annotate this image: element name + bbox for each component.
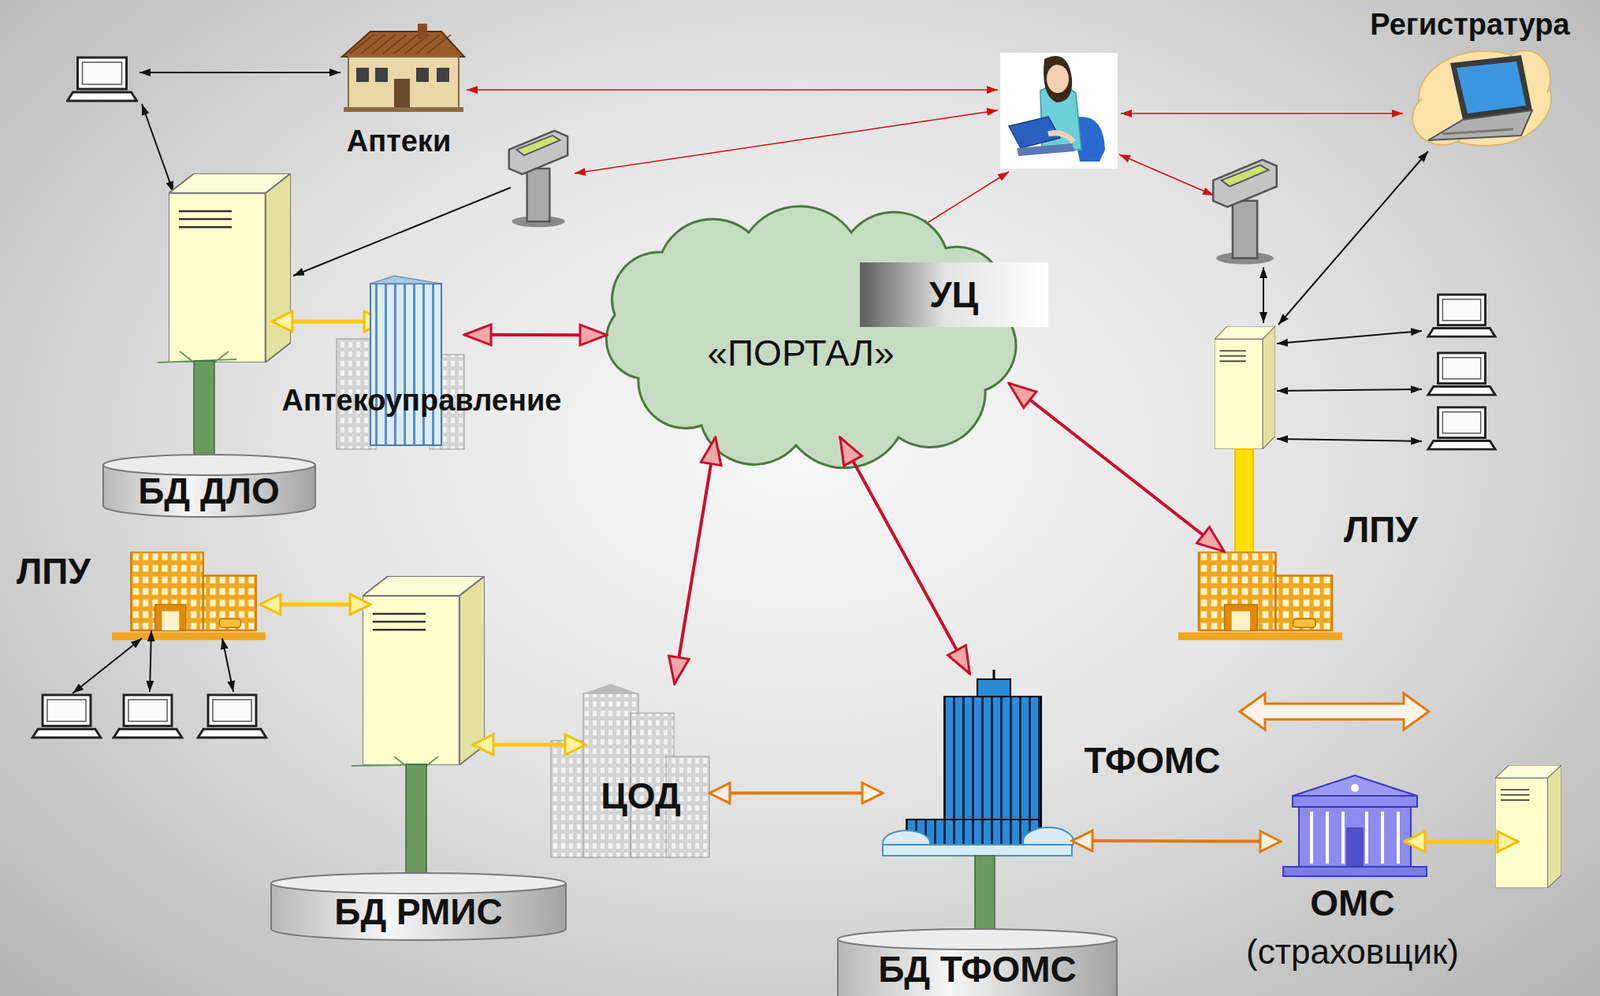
datacenter-building: ЦОД	[550, 684, 710, 858]
node-label: Аптекоуправление	[282, 383, 562, 419]
node-label: ТФОМС	[1084, 740, 1221, 782]
node-label: БД ДЛО	[137, 470, 280, 513]
node-label: УЦ	[929, 274, 979, 317]
connector-arrow	[464, 333, 607, 337]
connector-arrow	[1008, 383, 1225, 552]
cylinder-body	[271, 883, 566, 941]
connector-arrow	[674, 437, 716, 685]
database-cylinder: БД РМИС	[270, 872, 567, 941]
node-sublabel: (страховщик)	[1246, 932, 1459, 973]
node-label: ОМС	[1309, 882, 1395, 925]
node-label: ЦОД	[600, 775, 681, 818]
node-label: «ПОРТАЛ»	[706, 332, 894, 375]
database-cylinder: БД ДЛО	[102, 453, 317, 518]
insurer-building: ОМС(страховщик)	[1280, 775, 1429, 878]
uc-box: УЦ	[859, 262, 1049, 328]
cylinder-top	[837, 929, 1117, 950]
portal-cloud: «ПОРТАЛ» УЦ	[606, 244, 1009, 438]
database-cylinder: БД ТФОМС	[837, 928, 1118, 996]
node-label: ЛПУ	[1343, 509, 1418, 551]
gradient-fill	[859, 262, 1049, 328]
node-label: БД ТФОМС	[878, 948, 1077, 991]
hospital-building: ЛПУ	[111, 551, 266, 648]
hospital-building: ЛПУ	[1178, 551, 1343, 648]
connector-arrow	[1071, 839, 1281, 844]
node-label: Регистратура	[1369, 7, 1570, 43]
registry-laptop: Регистратура	[1418, 40, 1552, 153]
pharmacy-admin-building: Аптекоуправление	[336, 275, 465, 450]
cylinder-top	[271, 873, 566, 894]
node-label: ЛПУ	[16, 550, 91, 593]
node-label: БД РМИС	[334, 891, 503, 934]
connector-arrow	[840, 437, 971, 674]
connector-arrow	[709, 791, 883, 795]
pharmacy-icon: Аптеки	[342, 30, 465, 112]
node-label: Аптеки	[346, 124, 452, 160]
tfoms-building: ТФОМС	[882, 673, 1072, 858]
